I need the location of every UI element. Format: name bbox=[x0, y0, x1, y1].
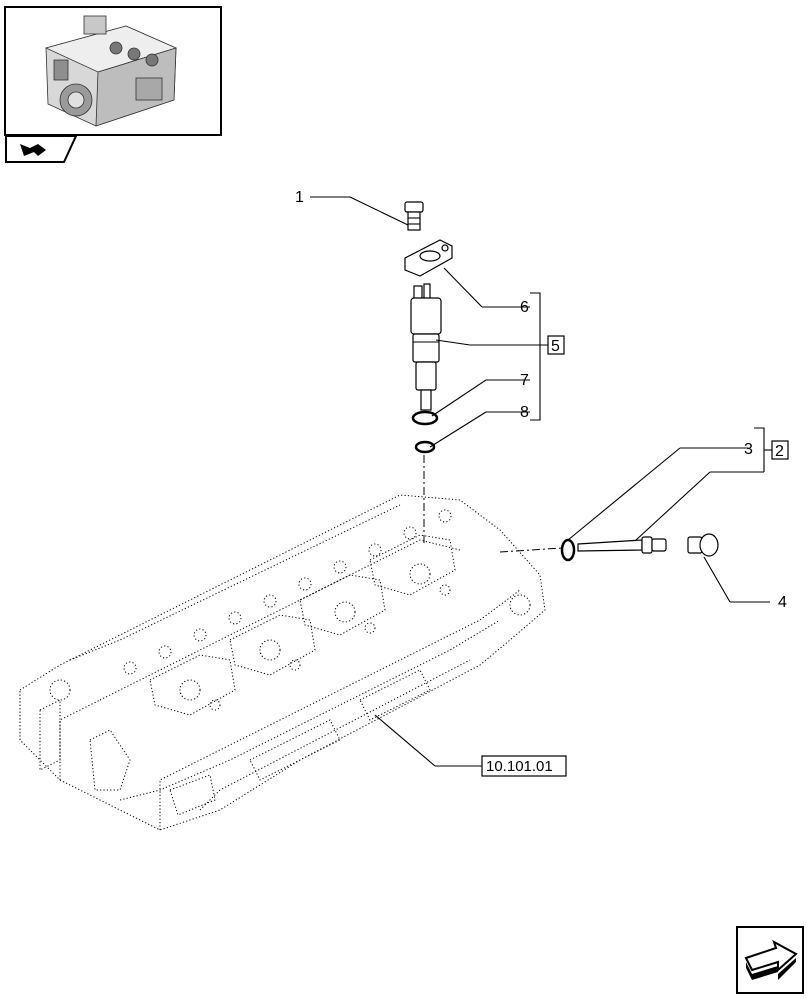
leader-lines bbox=[310, 196, 772, 767]
callout-6: 6 bbox=[520, 299, 529, 316]
injector-part[interactable] bbox=[410, 283, 442, 411]
book-arrow-icon bbox=[5, 135, 78, 163]
fitting-part[interactable] bbox=[687, 533, 719, 557]
bolt-part[interactable] bbox=[404, 201, 424, 231]
callout-7: 7 bbox=[520, 372, 529, 389]
callout-5: 5 bbox=[551, 338, 560, 355]
injector-clamp-part[interactable] bbox=[404, 239, 453, 277]
cylinder-head-outline bbox=[19, 494, 546, 831]
callout-8: 8 bbox=[520, 404, 529, 421]
reference-label: 10.101.01 bbox=[486, 758, 553, 775]
next-page-button[interactable] bbox=[736, 926, 804, 994]
engine-thumbnail bbox=[4, 6, 222, 136]
fuel-feed-pipe-part[interactable] bbox=[577, 536, 667, 554]
engine-thumbnail-icon bbox=[44, 15, 178, 127]
reference-10-101-01[interactable]: 10.101.01 bbox=[481, 755, 567, 777]
callout-2: 2 bbox=[775, 443, 784, 460]
callout-1: 1 bbox=[295, 189, 304, 206]
head-bolt-holes bbox=[49, 509, 531, 711]
callout-5-box[interactable]: 5 bbox=[547, 335, 565, 355]
callout-2-box[interactable]: 2 bbox=[771, 440, 789, 460]
washer-part[interactable] bbox=[414, 440, 436, 454]
thumbnail-tab[interactable] bbox=[4, 134, 78, 164]
feed-pipe-centerline bbox=[499, 547, 563, 553]
callout-4: 4 bbox=[778, 594, 787, 611]
callout-3: 3 bbox=[744, 441, 753, 458]
o-ring-part[interactable] bbox=[560, 538, 576, 562]
sealing-ring-part[interactable] bbox=[411, 410, 439, 426]
next-page-arrow-icon bbox=[744, 939, 798, 980]
